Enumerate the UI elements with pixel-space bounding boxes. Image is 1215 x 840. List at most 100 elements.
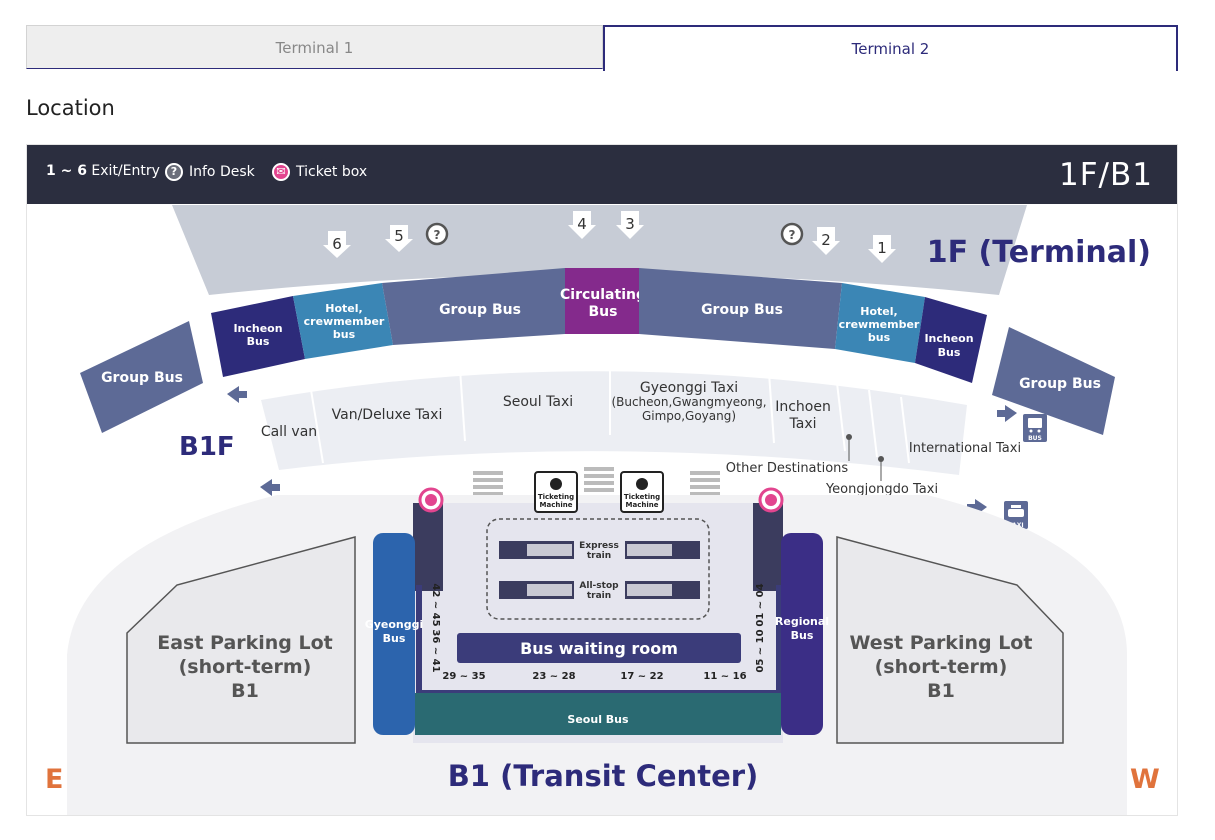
taxi-dividers [310, 363, 910, 464]
legend-exit-range: 1 ~ 6 [46, 163, 87, 179]
pointer-dot [878, 456, 884, 462]
floor-label: 1F/B1 [1059, 157, 1153, 193]
express-train-label: train [587, 551, 611, 561]
zone-label: Hotel, [860, 305, 897, 318]
zone-seoul-bus [415, 693, 781, 735]
zone-label: Bus [247, 335, 270, 348]
gate-label: 05 ~ 10 [755, 629, 766, 672]
exit-number: 5 [394, 227, 404, 245]
zone-hotel-bus-left [293, 283, 393, 359]
exit-number: 4 [577, 215, 587, 233]
allstop-train-label: All-stop [579, 581, 619, 591]
pointer-dot [846, 434, 852, 440]
parking-label: West Parking Lot [850, 632, 1033, 654]
svg-text:Machine: Machine [626, 501, 659, 509]
gate-label: 42 ~ 45 [430, 583, 441, 626]
escalator-steps [527, 584, 572, 596]
ticket-box-icon: ✉ [272, 163, 290, 181]
express-train-label: Express [579, 541, 619, 551]
gate-label: 11 ~ 16 [703, 671, 746, 682]
legend-info-desk: ?Info Desk [165, 163, 255, 181]
legend-ticket-box: ✉Ticket box [272, 163, 367, 181]
escalator-steps [627, 544, 672, 556]
zone-label: Bus [791, 629, 814, 642]
taxi-zone-label: International Taxi [909, 441, 1021, 456]
gate-label: 36 ~ 41 [430, 629, 441, 672]
exit-number: 1 [877, 239, 887, 257]
zone-group-bus-left [80, 321, 203, 433]
transit-wall [753, 503, 783, 591]
parking-label: (short-term) [875, 656, 1008, 678]
zone-label: Group Bus [1019, 376, 1101, 392]
compass-west: W [1130, 764, 1160, 795]
zone-label: Seoul Bus [567, 713, 629, 726]
gate-label: 17 ~ 22 [620, 671, 663, 682]
bus-stop-icon: BUS [1023, 414, 1047, 442]
tab-terminal-1[interactable]: Terminal 1 [26, 25, 603, 69]
zone-group-bus-right [992, 327, 1115, 435]
zone-label: Circulating [560, 287, 646, 303]
zone-label: Hotel, [325, 302, 362, 315]
parking-label: B1 [231, 680, 259, 702]
ticketing-machine-left: Ticketing Machine [534, 471, 578, 513]
taxi-zone-label: Inchoen [775, 399, 831, 415]
terminal-map: 1 ~ 6 Exit/Entry ?Info Desk ✉Ticket box … [26, 144, 1178, 816]
parking-label: (short-term) [179, 656, 312, 678]
zone-label: Bus [383, 632, 406, 645]
zone-label: Group Bus [101, 370, 183, 386]
zone-label: Bus [589, 304, 618, 320]
svg-text:BUS: BUS [1028, 435, 1042, 442]
parking-label: East Parking Lot [157, 632, 333, 654]
zone-incheon-bus-left [211, 296, 305, 377]
gate-label: 23 ~ 28 [532, 671, 575, 682]
exit-number: 6 [332, 235, 342, 253]
exit-arrow-4: 4 [568, 211, 596, 239]
info-desk-icon: ? [165, 163, 183, 181]
taxi-zone-label: (Bucheon,Gwangmyeong, [611, 395, 766, 409]
zone-label: Bus [938, 346, 961, 359]
taxi-zone-label: Van/Deluxe Taxi [332, 407, 443, 423]
escalator-steps [527, 544, 572, 556]
west-parking-lot [836, 536, 1064, 744]
terminal-tabs: Terminal 1 Terminal 2 [26, 25, 1178, 71]
exit-arrow-3: 3 [616, 211, 644, 239]
waiting-room-label: Bus waiting room [520, 639, 678, 658]
zone-regional-bus [781, 533, 823, 735]
direction-arrow [227, 386, 247, 403]
east-parking-lot [126, 536, 356, 744]
b1f-label: B1F [179, 432, 235, 462]
zone-group-bus-center-left [382, 268, 565, 345]
escalator-steps [627, 584, 672, 596]
zone-label: Group Bus [701, 302, 783, 318]
zone-label: Group Bus [439, 302, 521, 318]
zone-label: bus [333, 328, 356, 341]
compass-east: E [45, 764, 63, 795]
svg-text:Ticketing: Ticketing [538, 493, 574, 501]
svg-text:Machine: Machine [540, 501, 573, 509]
exit-arrow-1: 1 [868, 235, 896, 263]
direction-arrow [260, 479, 280, 496]
zone-label: crewmember [839, 318, 920, 331]
zone-gyeonggi-bus [373, 533, 415, 735]
train-area [486, 518, 710, 620]
zone-label: bus [868, 331, 891, 344]
zone-hotel-bus-right [835, 283, 925, 363]
info-desk-icon: ? [425, 222, 449, 246]
parking-label: B1 [927, 680, 955, 702]
tab-terminal-2[interactable]: Terminal 2 [603, 25, 1178, 71]
svg-text:?: ? [434, 228, 441, 242]
taxi-zone-label: Call van [261, 424, 317, 440]
zone-circulating-bus [565, 268, 639, 334]
taxi-zone-label: Other Destinations [726, 461, 849, 476]
zone-label: Incheon [233, 322, 282, 335]
taxi-zone-label: Taxi [789, 416, 817, 432]
info-desk-icon: ? [780, 222, 804, 246]
zone-label: Incheon [924, 332, 973, 345]
taxi-zone-label: Seoul Taxi [503, 394, 573, 410]
ticket-box-icon [418, 487, 444, 513]
gate-label: 29 ~ 35 [442, 671, 485, 682]
zone-label: Gyeonggi [365, 618, 424, 631]
taxi-zone-label: Yeongjongdo Taxi [825, 482, 938, 497]
zone-label: crewmember [304, 315, 385, 328]
zone-group-bus-center-right [639, 268, 842, 349]
